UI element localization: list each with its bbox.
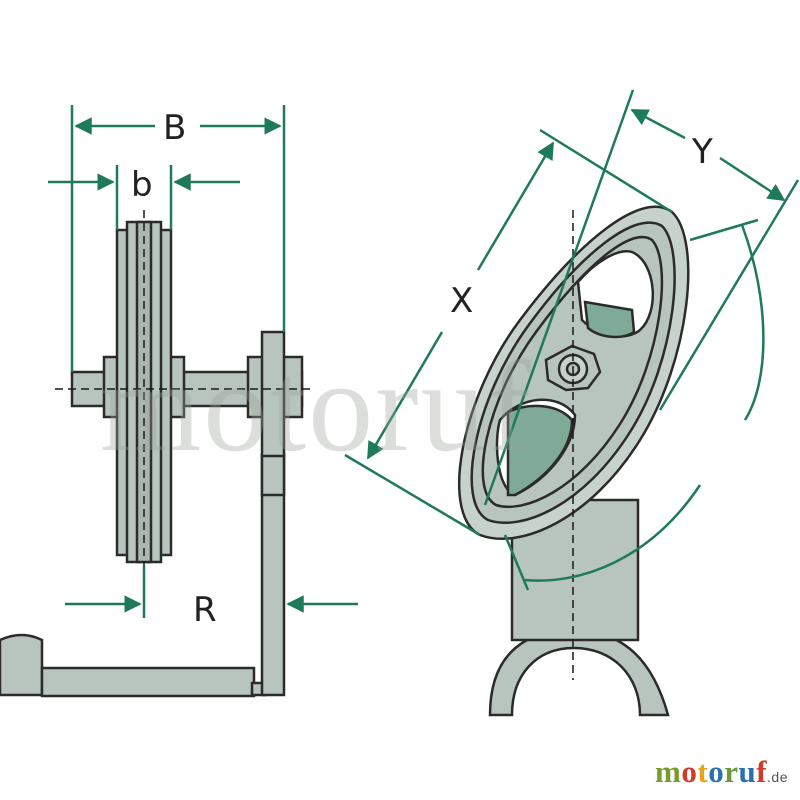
logo-letter: f xyxy=(756,754,768,789)
crank-bar xyxy=(40,666,256,698)
lower-block xyxy=(506,404,574,497)
logo-letter: m xyxy=(655,754,682,789)
dimensions-right xyxy=(344,89,800,591)
hub-post-top xyxy=(260,330,286,458)
label-b: b xyxy=(131,165,153,205)
dimension-Y-arrow-right xyxy=(719,156,786,202)
logo-letter: o xyxy=(708,754,725,789)
front-view xyxy=(457,205,765,717)
dimension-X-arrow-bottom xyxy=(366,331,444,460)
crank-arm xyxy=(0,633,44,697)
side-view xyxy=(0,210,310,698)
label-Y: Y xyxy=(691,132,713,172)
dimensions-left xyxy=(48,105,358,618)
logo-suffix: .de xyxy=(767,769,788,785)
label-R: R xyxy=(193,590,217,630)
swing-arc xyxy=(524,224,765,582)
logo-letter: t xyxy=(697,754,709,789)
label-X: X xyxy=(450,281,473,321)
dimension-Y-arrow-left xyxy=(630,108,686,140)
upper-block xyxy=(583,300,636,339)
brand-logo: motoruf.de xyxy=(655,754,788,790)
logo-letter: u xyxy=(738,754,757,789)
dimension-X-arrow-top xyxy=(476,141,555,271)
label-B: B xyxy=(163,108,186,148)
mount-bracket xyxy=(488,628,670,717)
watermark: motoruf xyxy=(100,335,533,479)
logo-letter: r xyxy=(724,754,739,789)
logo-letter: o xyxy=(681,754,698,789)
